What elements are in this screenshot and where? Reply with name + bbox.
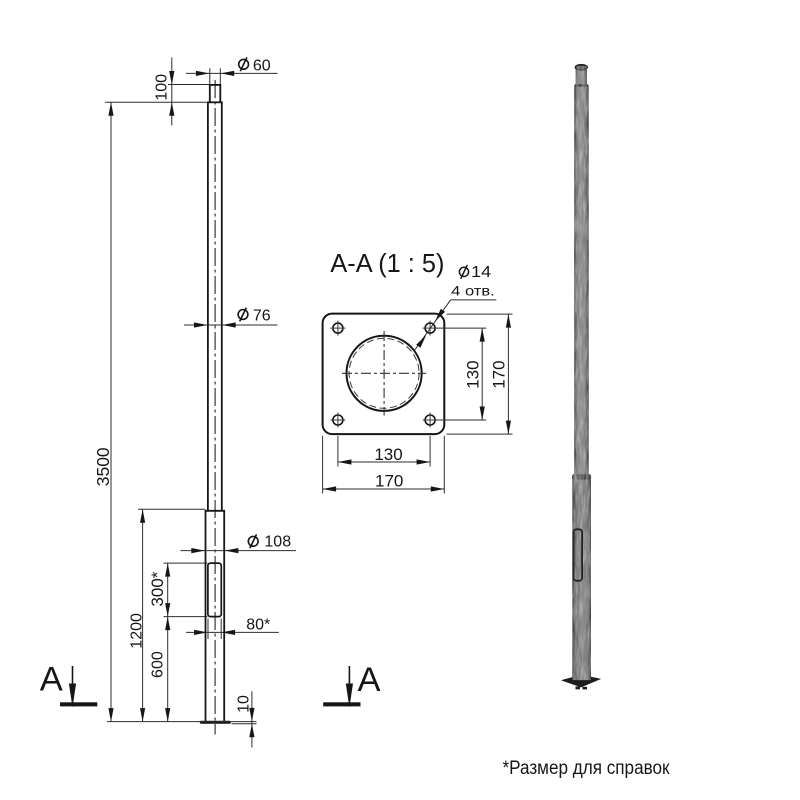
svg-text:1200: 1200 — [128, 613, 145, 649]
svg-text:60: 60 — [253, 57, 271, 74]
svg-text:10: 10 — [235, 695, 252, 713]
svg-text:*Размер для справок: *Размер для справок — [503, 758, 671, 779]
svg-text:600: 600 — [149, 651, 166, 678]
svg-text:300*: 300* — [148, 571, 167, 606]
svg-text:76: 76 — [253, 308, 271, 325]
svg-text:100: 100 — [154, 74, 171, 101]
svg-text:80*: 80* — [246, 617, 270, 634]
svg-text:A-A (1 : 5): A-A (1 : 5) — [330, 250, 444, 278]
svg-text:130: 130 — [463, 360, 482, 388]
svg-text:4 отв.: 4 отв. — [451, 283, 495, 298]
svg-text:170: 170 — [375, 472, 403, 491]
svg-text:170: 170 — [490, 360, 509, 388]
svg-text:3500: 3500 — [93, 447, 113, 486]
svg-text:A: A — [357, 661, 380, 699]
svg-text:A: A — [40, 661, 63, 699]
svg-text:14: 14 — [471, 264, 491, 281]
svg-text:130: 130 — [374, 445, 402, 464]
svg-text:108: 108 — [264, 534, 291, 551]
